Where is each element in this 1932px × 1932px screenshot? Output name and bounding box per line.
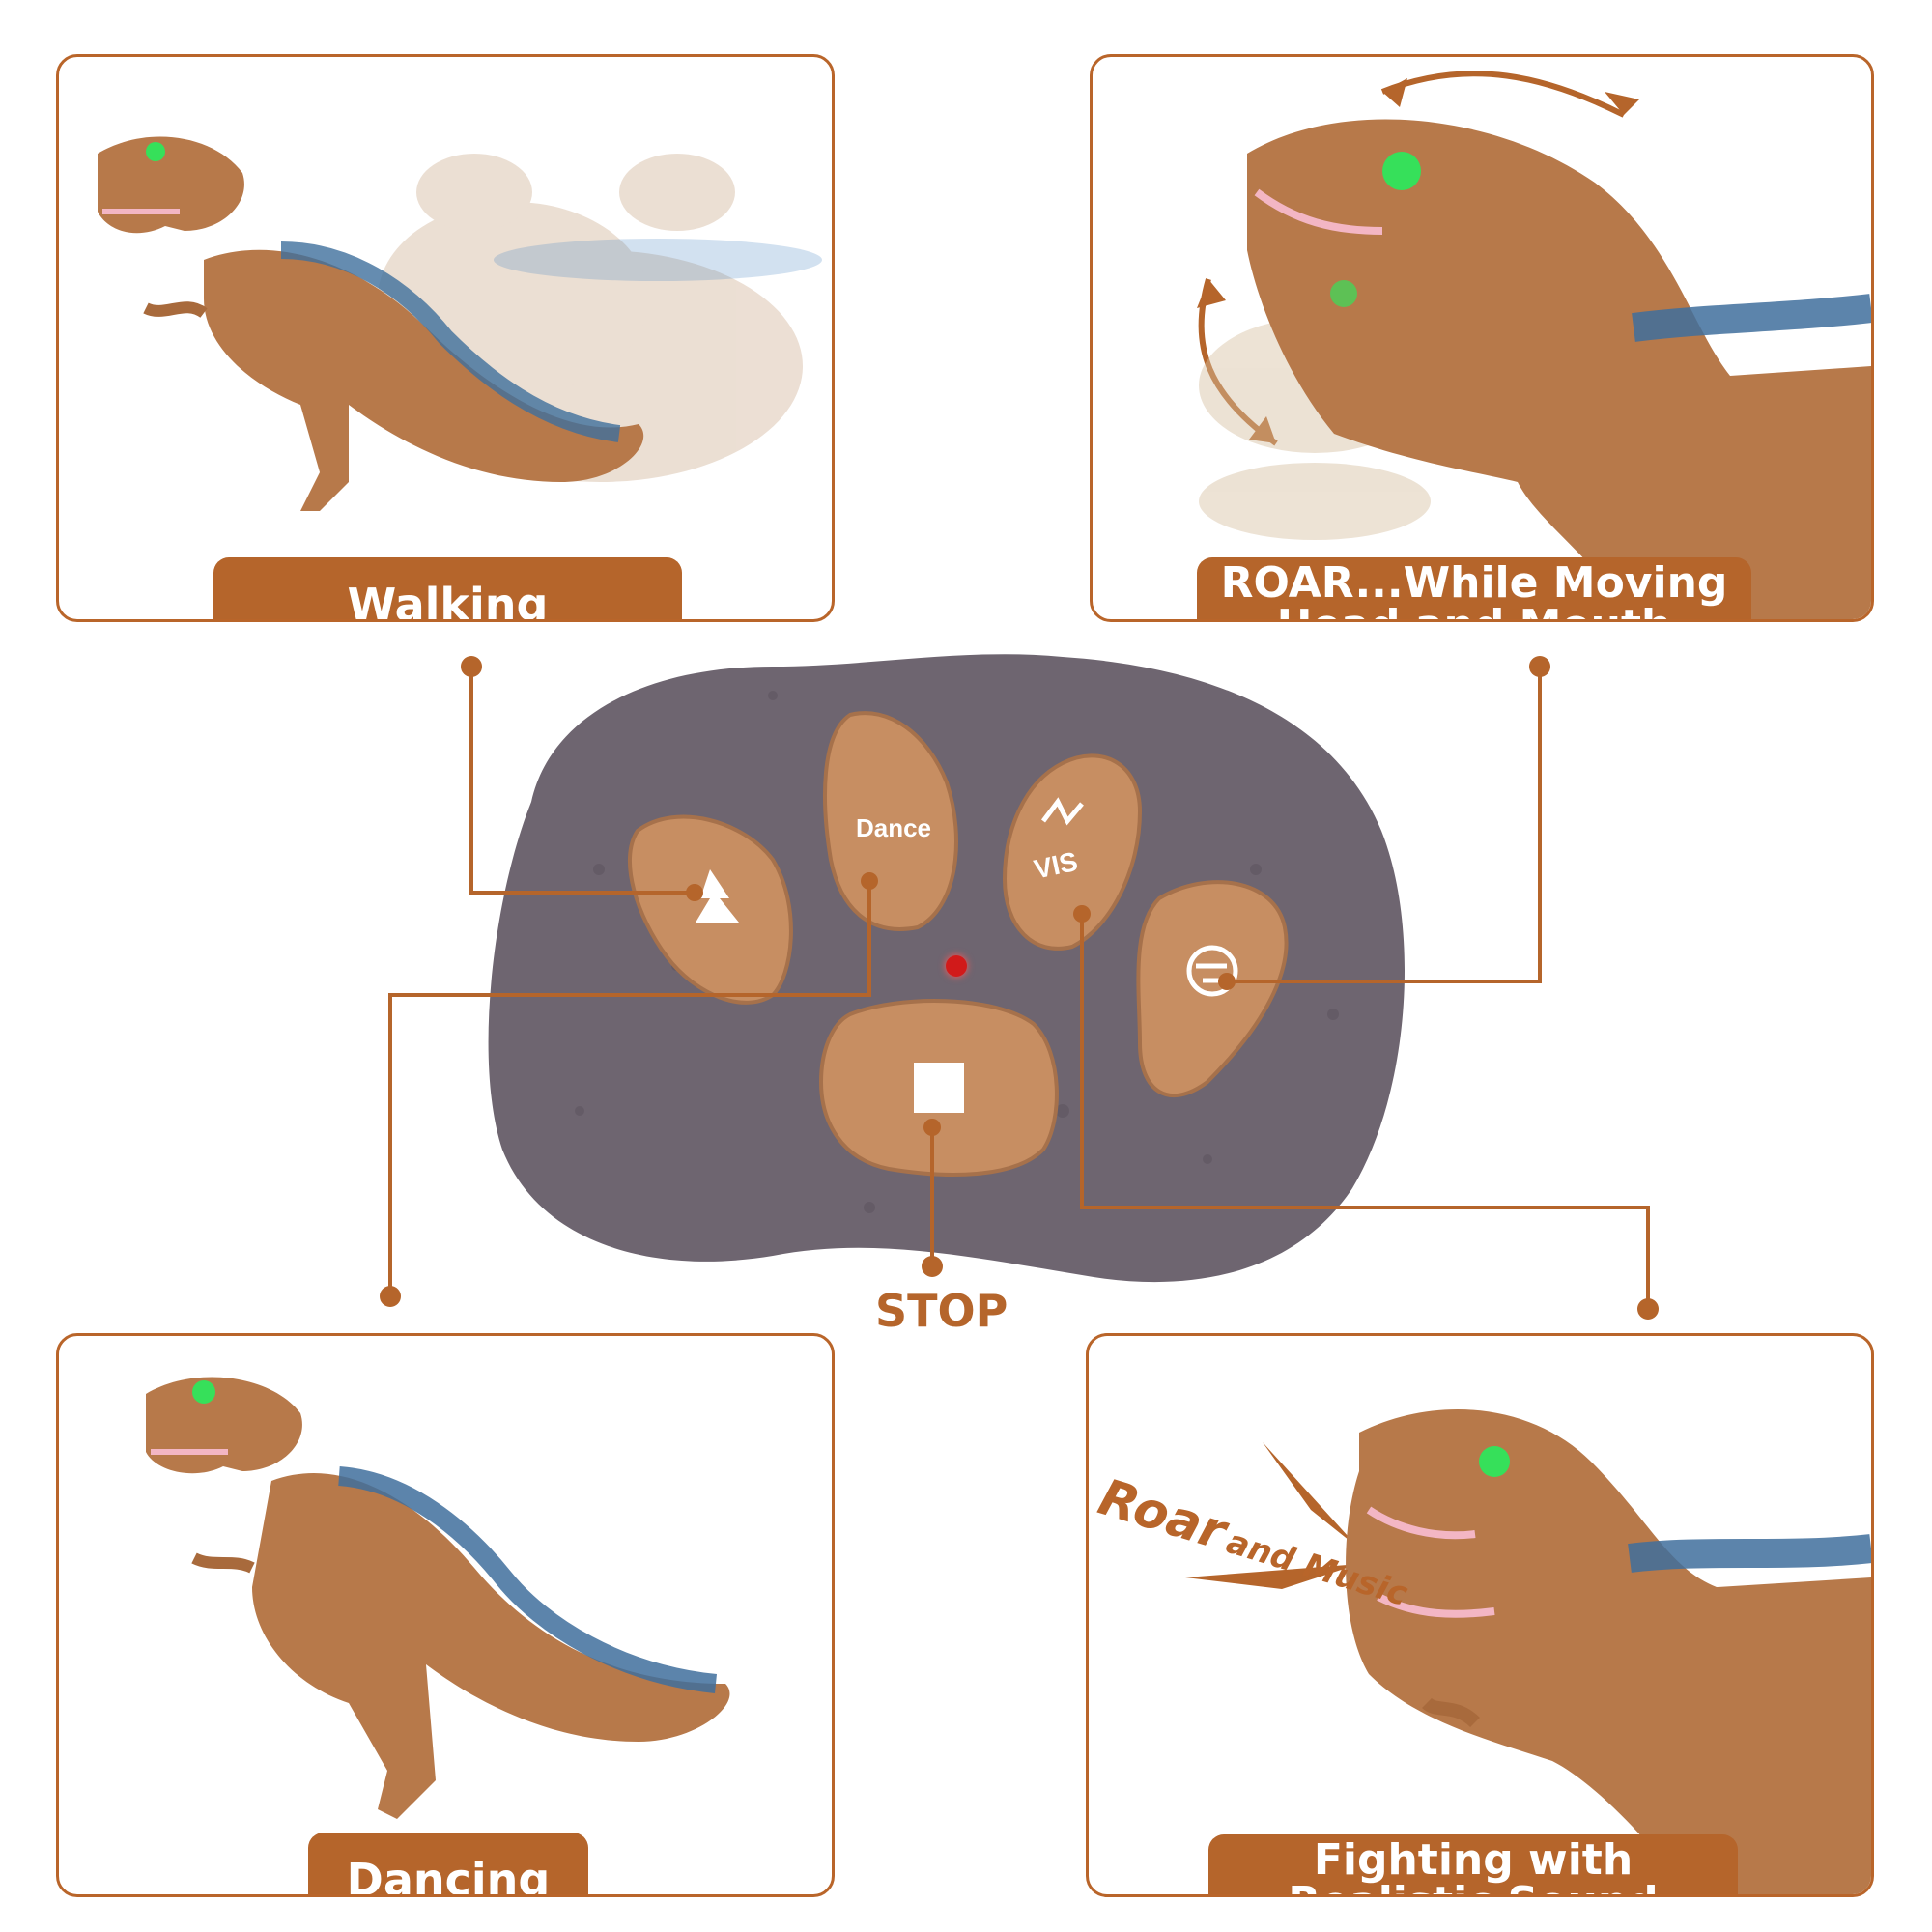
stop-icon <box>914 1063 964 1113</box>
vs-button-label: VIS <box>1032 846 1081 885</box>
dancing-dino-image <box>146 1377 730 1819</box>
fighting-panel: Fighting with Realistic Sound <box>1086 1333 1874 1897</box>
walking-panel: Walking <box>56 54 835 622</box>
button-dot-stop <box>923 1119 941 1136</box>
status-led <box>946 955 967 977</box>
connector-dot-fighting <box>1637 1298 1659 1320</box>
dancing-panel: Dancing <box>56 1333 835 1897</box>
fighting-label-line2: Realistic Sound <box>1288 1882 1658 1895</box>
roar-label: ROAR...While Moving Head and Mouth <box>1197 557 1751 620</box>
stop-label: STOP <box>875 1285 1009 1337</box>
button-dot-roar <box>1073 905 1091 923</box>
connector-dot-stop <box>922 1256 943 1277</box>
button-dot-dance <box>861 872 878 890</box>
dance-button-label: Dance <box>856 813 931 842</box>
button-dot-walk <box>686 884 703 901</box>
walking-label: Walking <box>213 557 682 622</box>
roar-label-line1: ROAR...While Moving <box>1220 558 1728 608</box>
roar-icon <box>1041 797 1084 826</box>
roar-dino-image <box>1197 71 1871 619</box>
fighting-dino-image <box>1185 1409 1871 1894</box>
connector-dot-walking <box>461 656 482 677</box>
walking-dino-image <box>98 136 822 511</box>
roar-panel: ROAR...While Moving Head and Mouth <box>1090 54 1874 622</box>
connector-dot-dancing <box>380 1286 401 1307</box>
roar-label-line2: Head and Mouth <box>1277 605 1672 620</box>
dancing-label-text: Dancing <box>346 1854 551 1897</box>
button-dot-fight <box>1218 973 1236 990</box>
connector-dot-roar <box>1529 656 1550 677</box>
dancing-label: Dancing <box>308 1833 588 1897</box>
fighting-label: Fighting with Realistic Sound <box>1208 1834 1738 1895</box>
fighting-label-line1: Fighting with <box>1313 1835 1634 1885</box>
walking-label-text: Walking <box>347 579 549 622</box>
